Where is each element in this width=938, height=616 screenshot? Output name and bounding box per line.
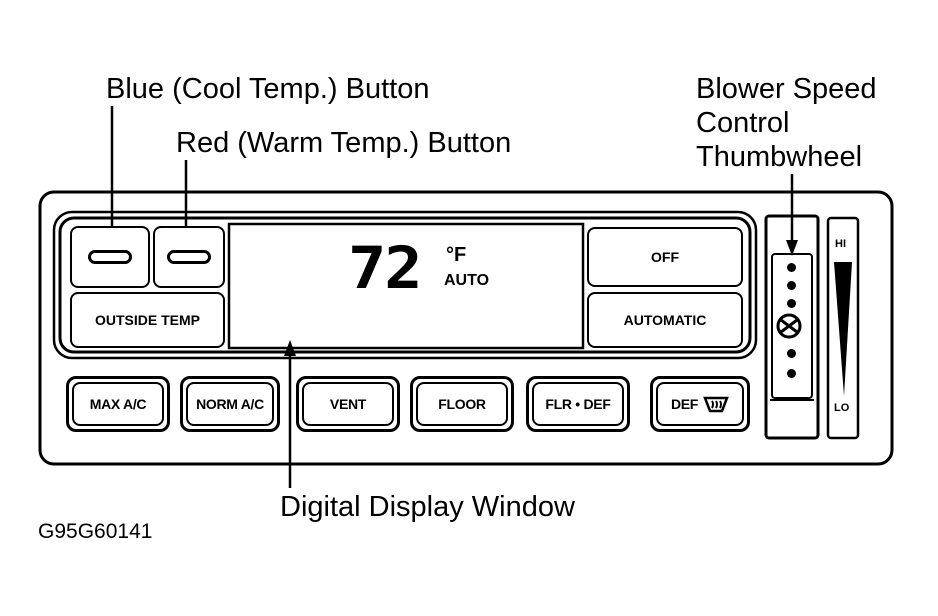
cool-temp-pill-icon (88, 250, 132, 264)
blower-speed-dot (787, 369, 796, 378)
blower-speed-dot (787, 299, 796, 308)
vent-label: VENT (329, 396, 367, 412)
scale-high-label: HI (835, 238, 846, 250)
max-ac-label: MAX A/C (89, 396, 147, 412)
norm-ac-button[interactable]: NORM A/C (180, 376, 280, 432)
red-warm-temp-button-callout: Red (Warm Temp.) Button (176, 127, 512, 159)
floor-defrost-button[interactable]: FLR • DEF (526, 376, 630, 432)
display-mode: AUTO (444, 272, 490, 289)
warm-temp-pill-icon (167, 250, 211, 264)
defrost-label: DEF (670, 396, 699, 412)
defrost-button[interactable]: DEF (650, 376, 750, 432)
blower-callout-line2: Control (696, 107, 790, 139)
automatic-button[interactable]: AUTOMATIC (587, 292, 743, 348)
off-label: OFF (651, 249, 679, 265)
scale-low-label: LO (834, 402, 850, 414)
vent-button[interactable]: VENT (296, 376, 400, 432)
outside-temp-label: OUTSIDE TEMP (94, 312, 200, 328)
max-ac-button[interactable]: MAX A/C (66, 376, 170, 432)
digital-display-window-callout: Digital Display Window (280, 491, 575, 523)
red-warm-temp-button[interactable] (153, 226, 225, 288)
outside-temp-button[interactable]: OUTSIDE TEMP (70, 292, 225, 348)
blower-speed-thumbwheel[interactable] (772, 254, 812, 398)
floor-button[interactable]: FLOOR (410, 376, 514, 432)
floor-defrost-label: FLR • DEF (545, 396, 611, 412)
blower-speed-dot (787, 349, 796, 358)
set-temperature: 72 (348, 234, 423, 302)
blue-cool-temp-button-callout: Blue (Cool Temp.) Button (106, 73, 430, 105)
temperature-unit: °F (446, 244, 467, 266)
floor-label: FLOOR (438, 396, 486, 412)
blower-speed-dot (787, 281, 796, 290)
figure-id: G95G60141 (38, 520, 153, 543)
blower-callout-line3: Thumbwheel (696, 141, 863, 173)
automatic-label: AUTOMATIC (623, 312, 707, 328)
blower-speed-dot (787, 263, 796, 272)
blower-callout-line1: Blower Speed (696, 73, 877, 105)
norm-ac-label: NORM A/C (196, 396, 264, 412)
blue-cool-temp-button[interactable] (70, 226, 150, 288)
windshield-defrost-icon (703, 396, 729, 413)
off-button[interactable]: OFF (587, 227, 743, 287)
